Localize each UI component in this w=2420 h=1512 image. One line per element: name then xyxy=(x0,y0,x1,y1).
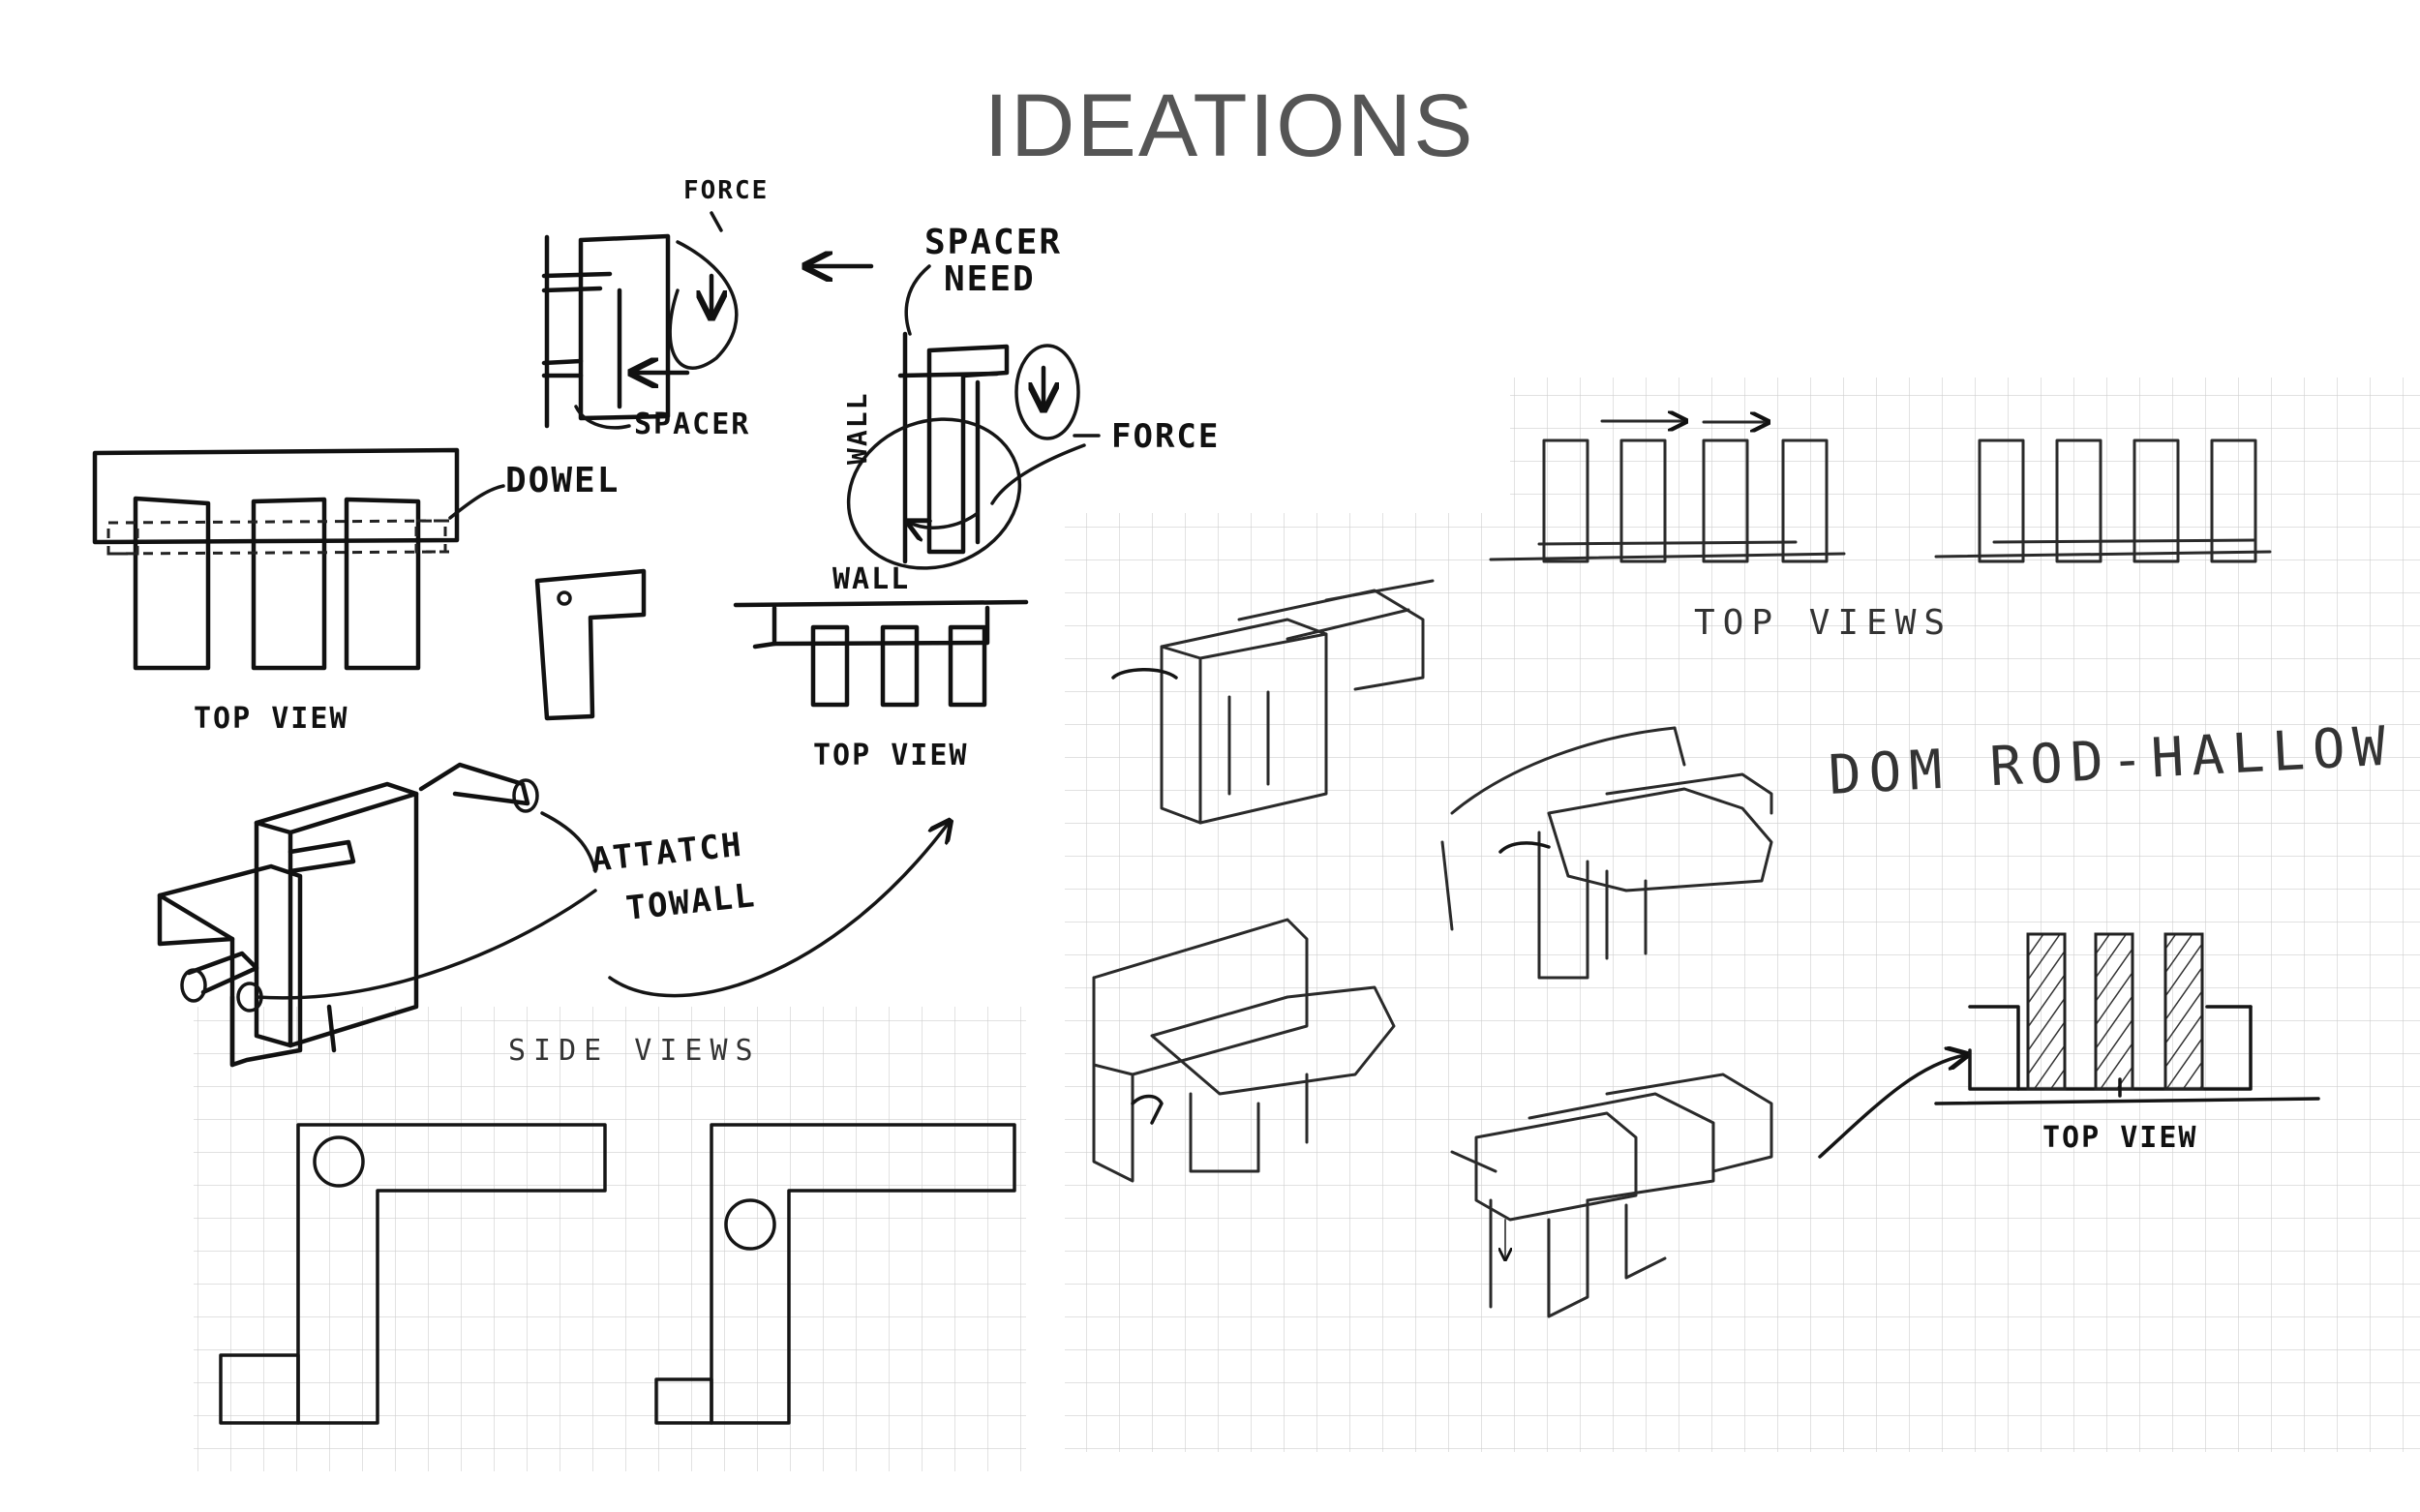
pencil-3d-sketch-2 xyxy=(1440,726,1773,980)
attach-label-2: TOWALL xyxy=(624,876,758,928)
hatched-top-view: TOP VIEW xyxy=(1934,932,2320,1155)
wall-label-horizontal: WALL xyxy=(832,562,910,596)
dowel-top-view: DOWEL TOP VIEW xyxy=(92,447,620,736)
spacer-need-label-2: NEED xyxy=(944,259,1036,299)
attach-label-1: ATTATCH xyxy=(590,826,745,880)
top-views-label: TOP VIEWS xyxy=(1694,603,1952,643)
top-view-label-right: TOP VIEW xyxy=(2042,1121,2198,1155)
force-label-right: FORCE xyxy=(1111,417,1220,456)
grid-paper-left xyxy=(194,1007,1026,1471)
dowel-label: DOWEL xyxy=(505,461,620,500)
top-view-label-middle: TOP VIEW xyxy=(813,739,969,772)
l-bracket-small xyxy=(534,568,647,721)
spacer-force-sketch: FORCE SPACER SPACER NEED xyxy=(541,176,1062,441)
spacer-need-label-1: SPACER xyxy=(924,223,1062,262)
pencil-3d-sketch-3 xyxy=(1092,918,1396,1183)
grid-paper-right xyxy=(1065,378,2420,1452)
pencil-3d-sketch-4 xyxy=(1450,1055,1965,1318)
spacer-label: SPACER xyxy=(634,408,750,441)
side-views: SIDE VIEWS xyxy=(219,1034,1016,1425)
wall-force-sketch: FORCE WALL WALL xyxy=(832,331,1220,596)
wall-label-vertical: WALL xyxy=(841,392,873,465)
wall-top-view: TOP VIEW xyxy=(733,599,1029,772)
page-title: IDEATIONS xyxy=(983,76,1475,175)
force-label-top: FORCE xyxy=(683,176,769,205)
pencil-3d-sketch-1 xyxy=(1111,579,1435,825)
top-views-right: TOP VIEWS xyxy=(1489,421,2272,643)
side-views-label: SIDE VIEWS xyxy=(508,1034,761,1068)
top-view-label-left: TOP VIEW xyxy=(194,702,349,736)
